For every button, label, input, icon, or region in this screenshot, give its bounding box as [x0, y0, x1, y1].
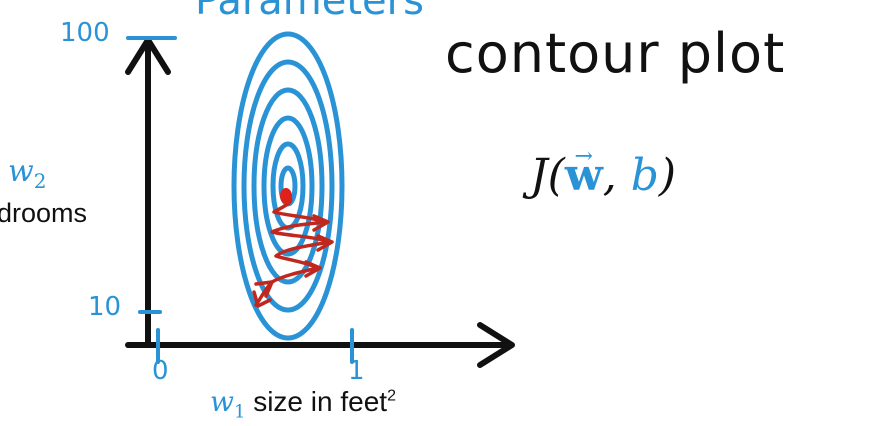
contour-ring: [251, 87, 325, 285]
x-axis-arrowhead-icon: [477, 322, 515, 368]
descent-arrowhead-icon: [316, 234, 334, 252]
descent-path: [252, 194, 334, 308]
descent-arrowhead-icon: [312, 214, 330, 232]
cost-function-label: J(→w, b): [530, 144, 677, 201]
x-subscript: 1: [233, 401, 246, 423]
y-subscript: 2: [33, 169, 47, 193]
x-symbol: w: [210, 385, 234, 418]
cost-fn-prefix: J(: [530, 150, 565, 201]
x-axis-label: w1 size in feet2: [210, 385, 396, 423]
tick-marks: [126, 36, 354, 364]
cost-fn-w-letter: w: [564, 150, 603, 201]
x-superscript: 2: [387, 387, 396, 405]
contour-ring: [241, 59, 335, 313]
cost-fn-b: b: [630, 150, 659, 201]
descent-arrowhead-icon: [304, 260, 322, 278]
y-axis-description: edrooms: [0, 198, 88, 228]
vector-arrow-icon: →: [574, 144, 593, 169]
heading: Parameters: [195, 0, 424, 24]
plot-title: contour plot: [445, 22, 786, 85]
minimum-point: [280, 188, 292, 204]
x-tick-left: 0: [152, 356, 169, 386]
cost-fn-w: →w: [564, 144, 603, 201]
y-symbol: w: [8, 154, 34, 189]
descent-arrowhead-icon: [254, 280, 274, 298]
y-tick-bottom: 10: [88, 292, 122, 322]
contour-ring: [261, 115, 315, 257]
contours: [231, 31, 345, 341]
descent-arrowhead-icon: [252, 290, 272, 308]
y-axis-symbol: w2: [8, 154, 46, 193]
cost-fn-suffix: ): [658, 150, 677, 201]
y-tick-top: 100: [60, 18, 110, 48]
cost-fn-sep: ,: [602, 150, 631, 201]
contour-ring: [231, 31, 345, 341]
x-axis-symbol: w1: [210, 385, 245, 423]
x-axis-description: size in feet: [245, 386, 388, 417]
